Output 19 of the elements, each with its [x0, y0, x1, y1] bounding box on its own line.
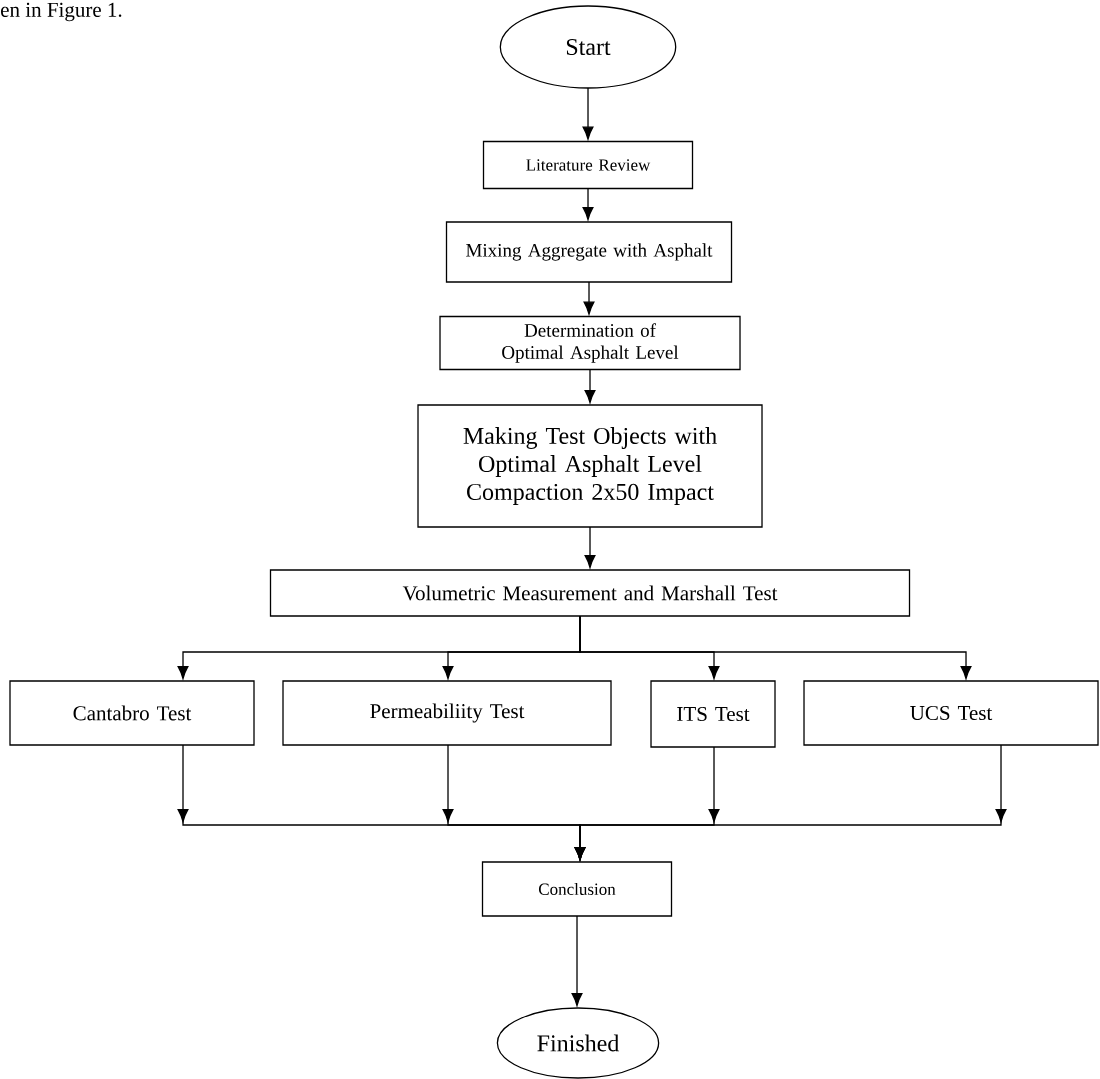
arrow [584, 368, 596, 404]
process-box: Permeabiliity Test [282, 680, 612, 746]
process-box: Cantabro Test [9, 680, 255, 746]
arrow [582, 187, 594, 221]
process-box: Volumetric Measurement and Marshall Test [269, 569, 911, 617]
arrow [583, 281, 595, 315]
arrow [574, 744, 1007, 861]
process-box: ITS Test [650, 680, 776, 748]
process-box: Making Test Objects with Optimal Asphalt Level Compaction 2x50 Impact [417, 404, 763, 528]
arrow [571, 915, 583, 1007]
arrow [582, 87, 594, 140]
arrow [579, 615, 972, 680]
process-box: Mixing Aggregate with Asphalt [445, 221, 733, 283]
process-box: UCS Test [803, 680, 1099, 746]
process-box: Literature Review [482, 140, 694, 190]
caption-fragment: en in Figure 1. [1, 2, 122, 22]
process-box: Determination of Optimal Asphalt Level [439, 315, 741, 371]
arrow [584, 526, 596, 569]
process-box: Conclusion [481, 861, 673, 917]
